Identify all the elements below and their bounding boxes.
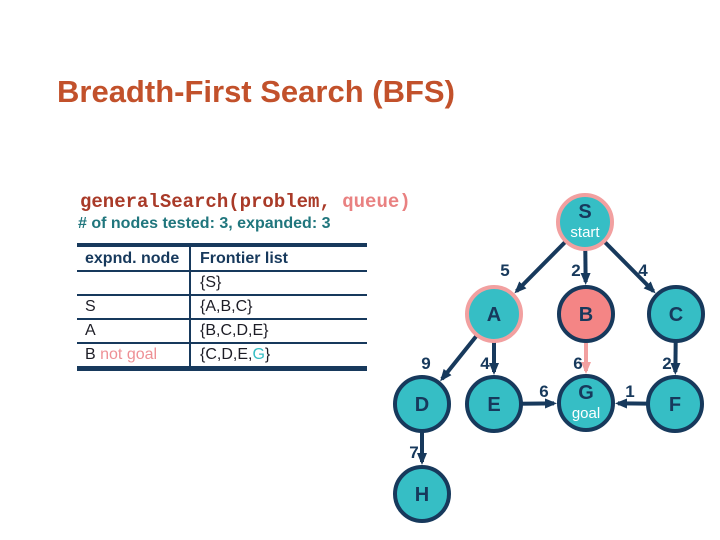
cell-text: {C,D,E,	[200, 346, 253, 363]
expanded-node-cell: A	[77, 320, 191, 342]
cell-text: not goal	[100, 346, 158, 363]
node-circle-S	[556, 193, 614, 251]
graph-node-A: A	[465, 285, 523, 343]
cell-text: {S}	[200, 274, 222, 291]
expanded-node-cell: B not goal	[77, 344, 191, 366]
node-circle-A	[465, 285, 523, 343]
frontier-list-cell: {C,D,E,G}	[191, 344, 367, 366]
graph-node-D: D	[393, 375, 451, 433]
edge-weight-S-C: 4	[638, 261, 648, 280]
frontier-list-cell: {A,B,C}	[191, 296, 367, 318]
edge-weight-A-D: 9	[421, 354, 430, 373]
expanded-node-cell: S	[77, 296, 191, 318]
expanded-node-cell	[77, 272, 191, 294]
node-circle-B	[557, 285, 615, 343]
edge-weight-E-G: 6	[539, 382, 548, 401]
node-label-S: S	[578, 201, 591, 223]
node-circle-E	[465, 375, 523, 433]
cell-text: S	[85, 298, 96, 315]
frontier-list-cell: {S}	[191, 272, 367, 294]
cell-text: A	[85, 322, 96, 339]
cell-text: {A,B,C}	[200, 298, 253, 315]
slide-title: Breadth-First Search (BFS)	[57, 74, 455, 109]
table-row: S {A,B,C}	[77, 296, 367, 320]
frontier-table: expnd. node Frontier list {S} S {A,B,C} A {B…	[77, 243, 367, 371]
graph-node-H: H	[393, 465, 451, 523]
cell-text: G	[252, 346, 265, 363]
edge-weight-F-G: 1	[625, 382, 634, 401]
node-circle-D	[393, 375, 451, 433]
edge-weight-C-F: 2	[662, 354, 671, 373]
header-expanded-node: expnd. node	[77, 247, 191, 270]
node-label-B: B	[579, 304, 593, 326]
graph-node-B: B	[557, 285, 615, 343]
node-label-A: A	[487, 304, 501, 326]
graph-node-F: F	[646, 375, 704, 433]
node-circle-H	[393, 465, 451, 523]
node-label-G: G	[578, 382, 594, 404]
nodes-tested-stats: # of nodes tested: 3, expanded: 3	[78, 215, 331, 232]
table-row: {S}	[77, 272, 367, 296]
frontier-list-cell: {B,C,D,E}	[191, 320, 367, 342]
node-label-F: F	[669, 394, 681, 416]
table-row: B not goal{C,D,E,G}	[77, 344, 367, 366]
pseudocode-main: generalSearch(problem,	[80, 191, 343, 213]
pseudocode-queue-arg: queue)	[342, 191, 411, 213]
pseudocode-line: generalSearch(problem, queue)	[80, 191, 411, 213]
node-label-C: C	[669, 304, 683, 326]
node-circle-F	[646, 375, 704, 433]
node-label-E: E	[487, 394, 500, 416]
frontier-table-header-row: expnd. node Frontier list	[77, 247, 367, 272]
graph-node-E: E	[465, 375, 523, 433]
cell-text: {B,C,D,E}	[200, 322, 269, 339]
header-frontier-list: Frontier list	[200, 250, 289, 267]
node-label-H: H	[415, 484, 429, 506]
cell-text: }	[264, 346, 271, 363]
edge-weight-D-H: 7	[409, 443, 418, 462]
node-circle-C	[647, 285, 705, 343]
graph-node-C: C	[647, 285, 705, 343]
cell-text: B	[85, 346, 101, 363]
node-sublabel-S: start	[570, 224, 600, 241]
table-row: A {B,C,D,E}	[77, 320, 367, 344]
edge-weight-S-A: 5	[500, 261, 509, 280]
node-circle-G	[557, 374, 615, 432]
node-sublabel-G: goal	[572, 405, 600, 422]
edge-weight-A-E: 4	[480, 354, 490, 373]
edge-weight-S-B: 2	[571, 261, 580, 280]
node-label-D: D	[415, 394, 429, 416]
edge-weight-B-G: 6	[573, 354, 582, 373]
